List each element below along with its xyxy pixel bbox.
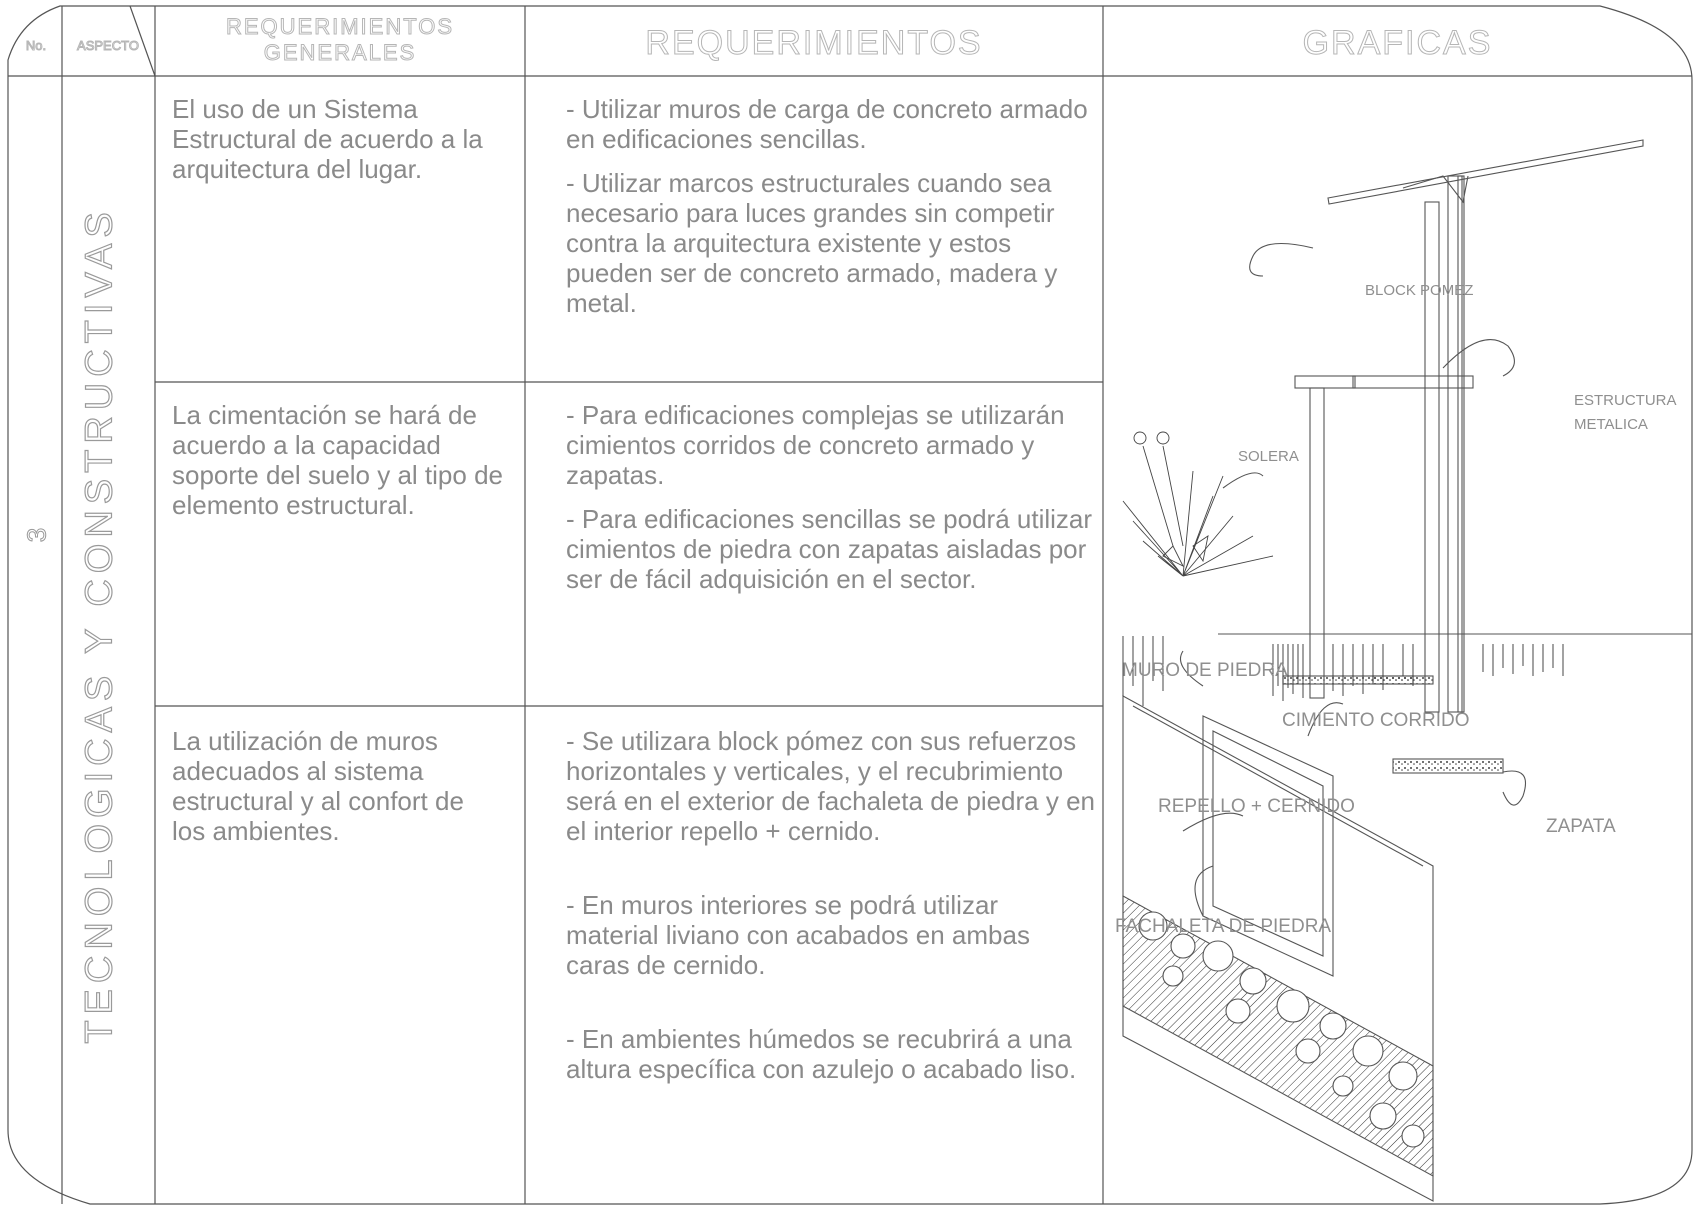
label-cimiento-corrido: CIMIENTO CORRIDO bbox=[1282, 710, 1470, 731]
aspect-label: TECNOLOGICAS Y CONSTRUCTIVAS bbox=[78, 206, 121, 1045]
label-fachaleta-de-piedra: FACHALETA DE PIEDRA bbox=[1115, 916, 1332, 937]
row-number: 3 bbox=[21, 527, 52, 543]
label-metalica: METALICA bbox=[1574, 416, 1648, 433]
header-graficas: GRAFICAS bbox=[1302, 24, 1493, 63]
requirement-item: - Para edificaciones sencillas se podrá … bbox=[566, 504, 1093, 594]
label-zapata: ZAPATA bbox=[1546, 816, 1616, 837]
requirement-item: - En muros interiores se podrá utilizar … bbox=[566, 890, 1030, 980]
label-muro-de-piedra: MURO DE PIEDRA bbox=[1122, 660, 1288, 681]
header-requerimientos: REQUERIMIENTOS bbox=[645, 24, 983, 63]
requirement-item: - Para edificaciones complejas se utiliz… bbox=[566, 400, 1065, 490]
general-requirement-1: El uso de un Sistema Estructural de acue… bbox=[172, 94, 483, 184]
construction-drawing bbox=[1122, 139, 1692, 1202]
header-requerimientos-generales-line1: REQUERIMIENTOS bbox=[225, 14, 455, 40]
requirement-item: - Utilizar marcos estructurales cuando s… bbox=[566, 168, 1058, 318]
label-repello-cernido: REPELLO + CERNIDO bbox=[1158, 796, 1355, 817]
requirements-1: - Utilizar muros de carga de concreto ar… bbox=[566, 94, 1096, 332]
structure-lines bbox=[1122, 139, 1692, 1202]
requirements-3: - Se utilizara block pómez con sus refue… bbox=[566, 726, 1096, 1098]
requirements-2: - Para edificaciones complejas se utiliz… bbox=[566, 400, 1096, 608]
header-requerimientos-generales-line2: GENERALES bbox=[263, 40, 417, 66]
label-block-pomez: BLOCK POMEZ bbox=[1365, 282, 1474, 299]
requirement-item: - En ambientes húmedos se recubrirá a un… bbox=[566, 1024, 1077, 1084]
requirement-item: - Utilizar muros de carga de concreto ar… bbox=[566, 94, 1088, 154]
general-requirement-2: La cimentación se hará de acuerdo a la c… bbox=[172, 400, 503, 520]
label-solera: SOLERA bbox=[1238, 448, 1299, 465]
header-no: No. bbox=[25, 38, 47, 54]
header-aspecto: ASPECTO bbox=[77, 38, 140, 54]
label-estructura: ESTRUCTURA bbox=[1574, 392, 1677, 409]
requirement-item: - Se utilizara block pómez con sus refue… bbox=[566, 726, 1096, 846]
general-requirement-3: La utilización de muros adecuados al sis… bbox=[172, 726, 464, 846]
